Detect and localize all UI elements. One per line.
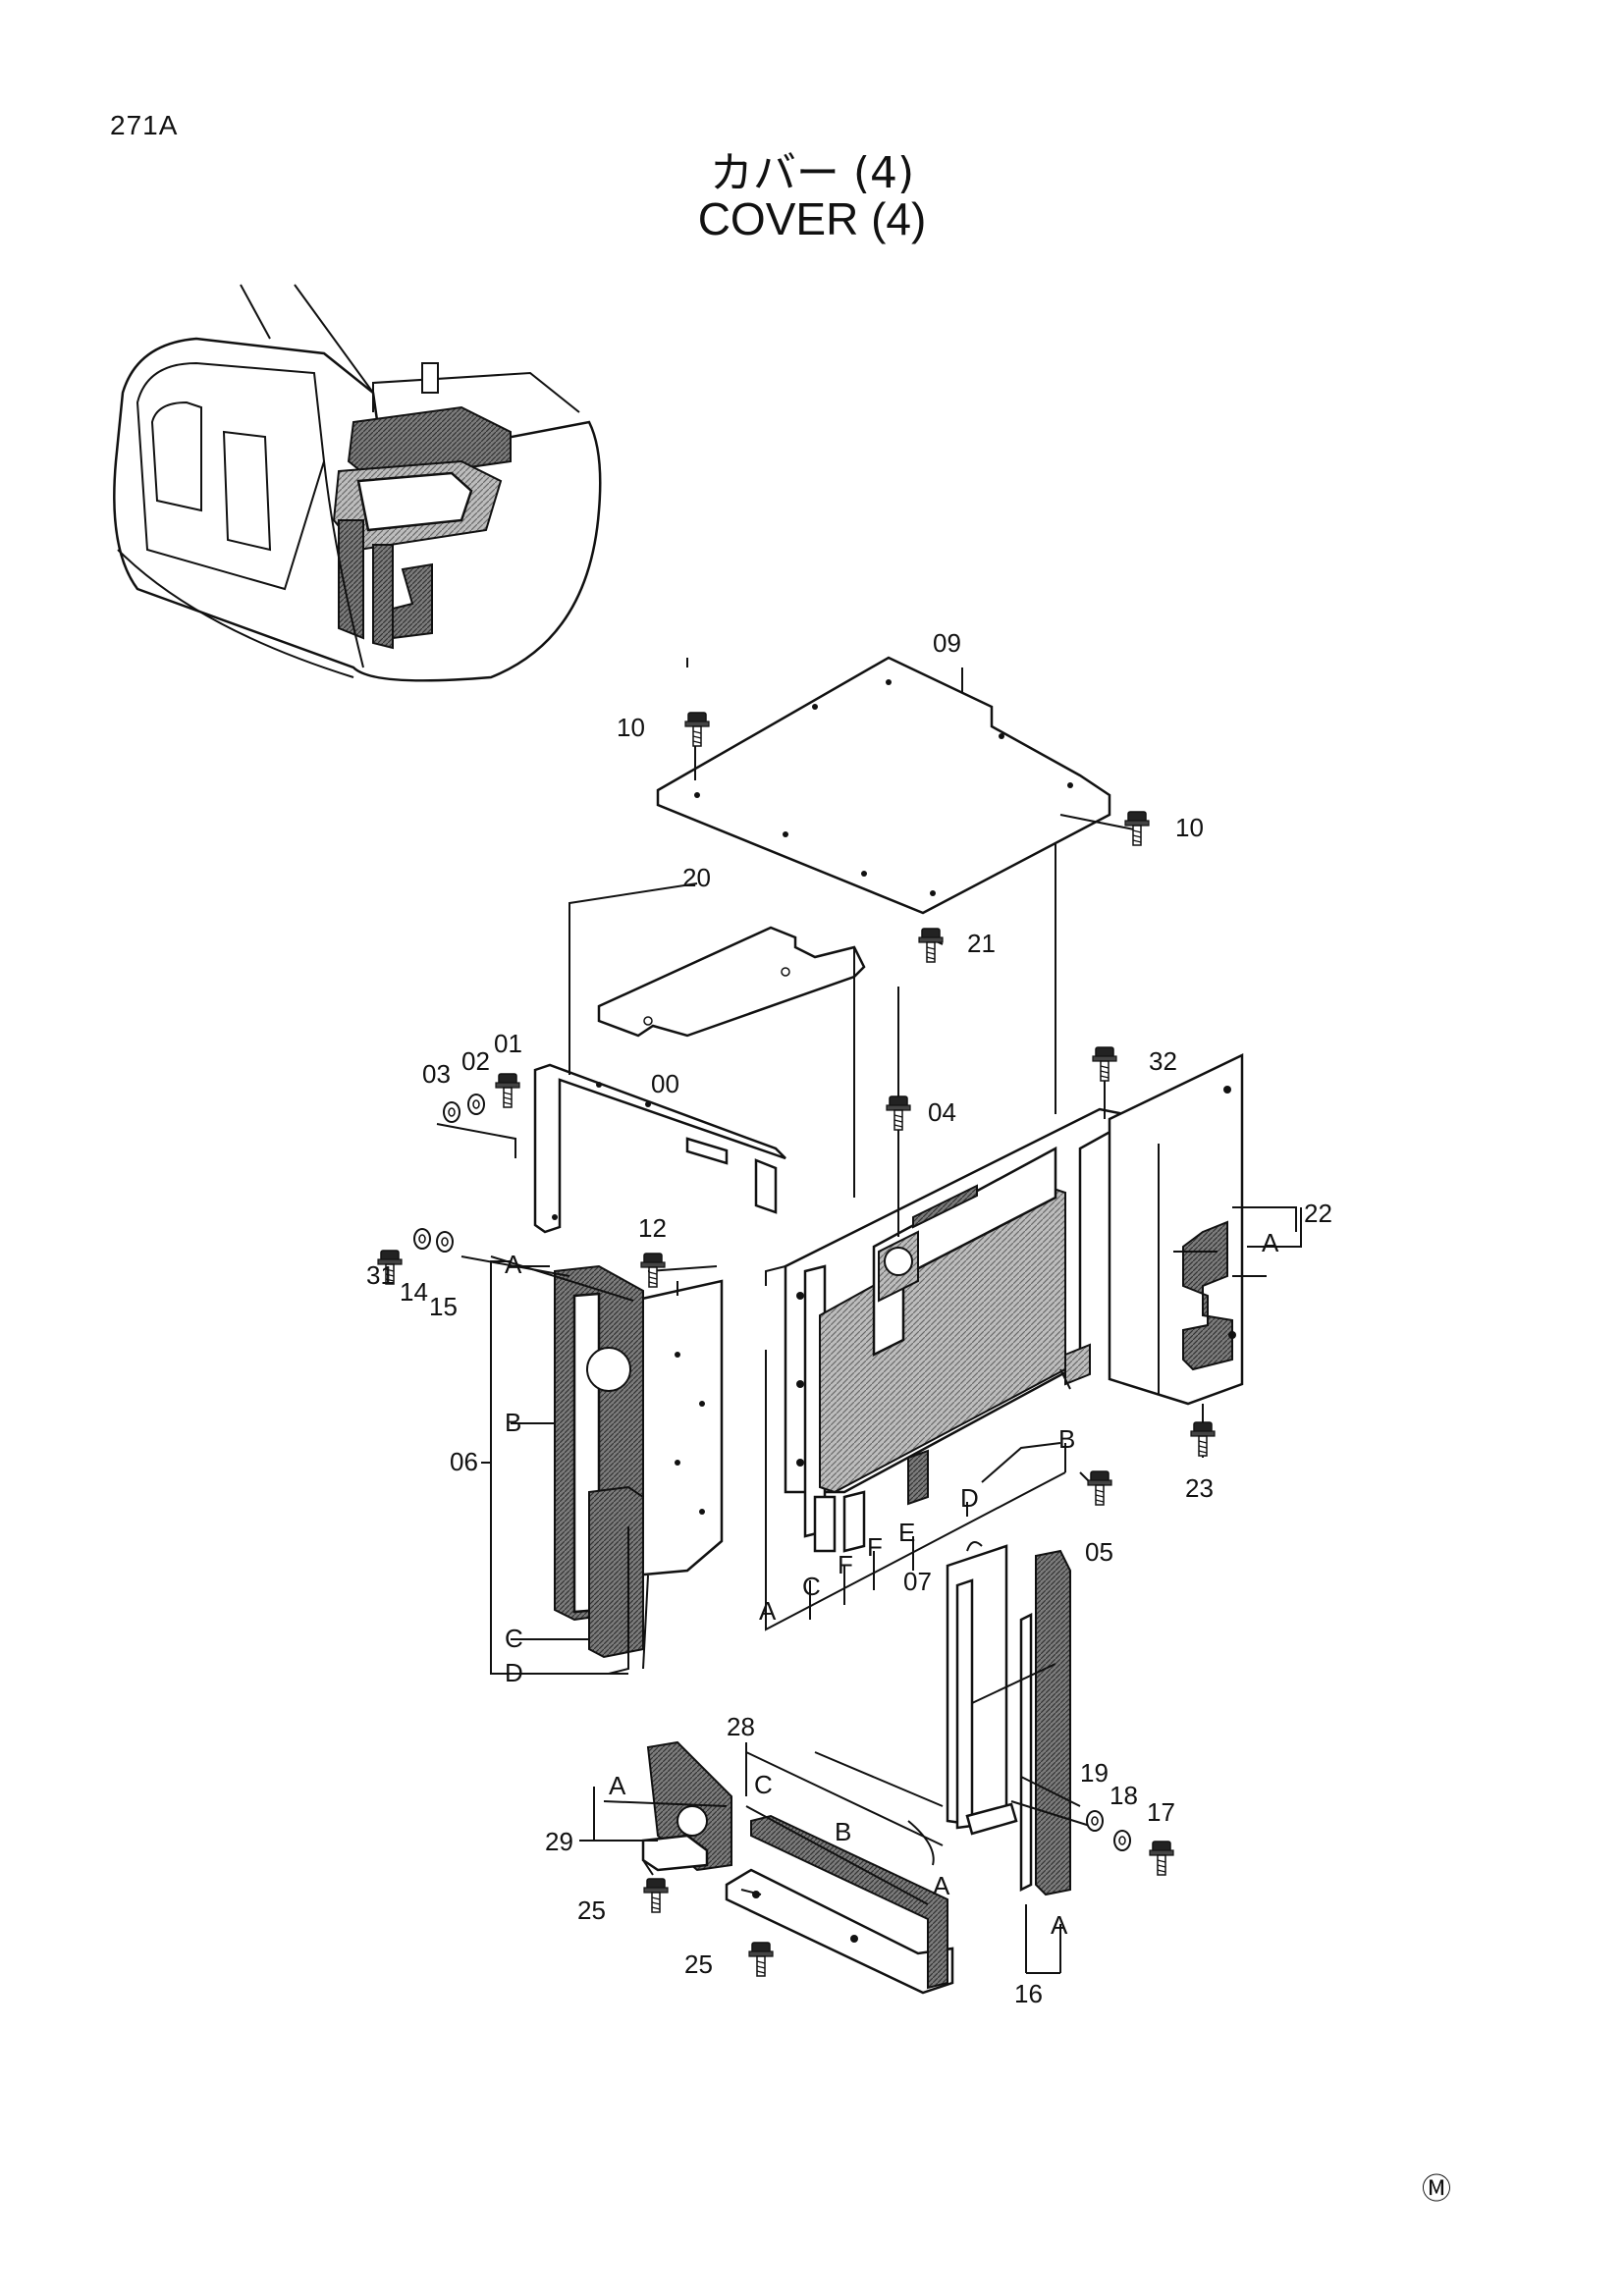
plate-20 (597, 926, 866, 1038)
letter-a: A (609, 1771, 626, 1800)
letter-a: A (1051, 1910, 1068, 1940)
section-letters: A B C D A B D E F F C A A C B A A (505, 1228, 1279, 1940)
callout-15: 15 (429, 1292, 458, 1321)
letter-b: B (505, 1408, 521, 1437)
letter-e: E (898, 1518, 915, 1547)
frame-07 (784, 1107, 1126, 1553)
callout-25-upper: 25 (577, 1896, 606, 1925)
callout-02: 02 (461, 1046, 490, 1076)
callout-09: 09 (933, 628, 961, 658)
callout-32: 32 (1149, 1046, 1177, 1076)
frame-00 (533, 1063, 786, 1234)
callout-25-lower: 25 (684, 1949, 713, 1979)
bolt-icon (1087, 1470, 1112, 1506)
callout-21: 21 (967, 929, 996, 958)
callout-23: 23 (1185, 1473, 1214, 1503)
letter-b: B (1058, 1424, 1075, 1454)
washer-icon (1113, 1830, 1131, 1851)
title-japanese: カバー (4) (709, 148, 915, 198)
bracket-29 (641, 1740, 732, 1872)
letter-c: C (754, 1770, 773, 1799)
washer-icon (436, 1231, 454, 1253)
bolt-icon (1092, 1046, 1117, 1082)
leader-lines (436, 658, 1302, 1974)
cover-plate-09 (656, 656, 1111, 915)
callout-06: 06 (450, 1447, 478, 1476)
washer-icon (443, 1101, 460, 1123)
letter-f: F (838, 1550, 853, 1579)
callout-19: 19 (1080, 1758, 1109, 1788)
bolt-icon (748, 1942, 774, 1977)
letter-d: D (960, 1483, 979, 1513)
bolt-icon (495, 1073, 520, 1108)
callout-00: 00 (651, 1069, 679, 1098)
strip-assembly (946, 1541, 1071, 1896)
washer-icon (1086, 1810, 1104, 1832)
callout-14: 14 (400, 1277, 428, 1307)
letter-a: A (505, 1250, 522, 1279)
callout-10-left: 10 (617, 713, 645, 742)
callout-12: 12 (638, 1213, 667, 1243)
rail-28 (725, 1814, 954, 1995)
washer-icon (413, 1228, 431, 1250)
callout-04: 04 (928, 1097, 956, 1127)
bolt-icon (643, 1878, 669, 1913)
bolt-icon (684, 712, 710, 747)
letter-a: A (759, 1596, 777, 1626)
letter-a: A (933, 1871, 950, 1900)
callout-07: 07 (903, 1567, 932, 1596)
bolt-icon (1190, 1421, 1216, 1457)
callout-10-right: 10 (1175, 813, 1204, 842)
registered-mark: Ⓜ (1422, 2173, 1451, 2206)
callout-29: 29 (545, 1827, 573, 1856)
page-code: 271A (110, 110, 179, 140)
callouts: 09 10 10 20 21 32 00 03 02 01 04 22 12 3… (366, 628, 1332, 2008)
callout-31: 31 (366, 1260, 395, 1290)
letter-c: C (802, 1572, 821, 1601)
callout-16: 16 (1014, 1979, 1043, 2008)
callout-22: 22 (1304, 1199, 1332, 1228)
bolt-icon (886, 1095, 911, 1131)
letter-b: B (835, 1817, 851, 1846)
callout-18: 18 (1110, 1781, 1138, 1810)
callout-17: 17 (1147, 1797, 1175, 1827)
letter-d: D (505, 1658, 523, 1687)
callout-28: 28 (727, 1712, 755, 1741)
cover-22 (1108, 1053, 1244, 1406)
callout-20: 20 (682, 863, 711, 892)
assembly-06 (554, 1264, 724, 1659)
callout-01: 01 (494, 1029, 522, 1058)
bolt-icon (1149, 1841, 1174, 1876)
bolt-icon (918, 928, 944, 963)
callout-03: 03 (422, 1059, 451, 1089)
letter-c: C (505, 1624, 523, 1653)
washer-icon (467, 1094, 485, 1115)
machine-overview (113, 284, 602, 682)
callout-05: 05 (1085, 1537, 1113, 1567)
letter-f: F (867, 1532, 883, 1562)
title-english: COVER (4) (697, 193, 927, 244)
letter-a: A (1262, 1228, 1279, 1257)
